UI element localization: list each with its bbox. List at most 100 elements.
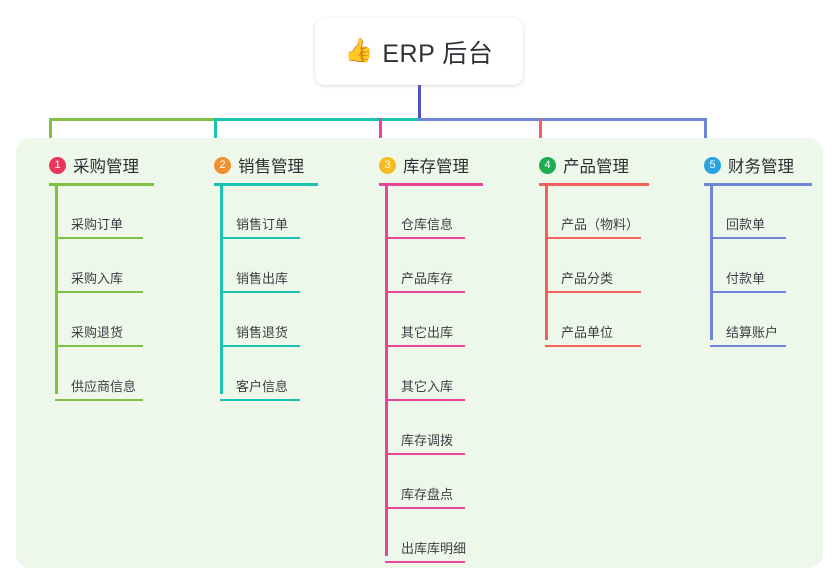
module-column-3: 3 库存管理仓库信息产品库存其它出库其它入库库存调拨库存盘点出库库明细 [373,138,517,572]
module-item-rule [55,345,143,347]
module-item-label: 产品（物料） [561,217,640,232]
module-item[interactable]: 供应商信息 [55,376,143,401]
module-item-rule [220,291,300,293]
branch-spine-4 [545,186,548,340]
module-item-rule [385,345,465,347]
module-item[interactable]: 销售退货 [220,322,300,347]
module-items-3: 仓库信息产品库存其它出库其它入库库存调拨库存盘点出库库明细 [373,186,517,572]
module-item-rule [545,237,641,239]
module-item[interactable]: 销售出库 [220,268,300,293]
bus-segment-1 [49,118,217,121]
module-item-label: 采购入库 [71,271,124,286]
module-badge-4: 4 [539,156,556,174]
module-item[interactable]: 结算账户 [710,322,786,347]
module-item-label: 库存盘点 [401,487,454,502]
module-item-label: 其它出库 [401,325,454,340]
module-items-5: 回款单付款单结算账户 [698,186,839,356]
module-header-4[interactable]: 4 产品管理 [533,150,683,180]
branch-spine-3 [385,186,388,556]
module-item[interactable]: 采购订单 [55,214,143,239]
module-item[interactable]: 库存调拨 [385,430,465,455]
module-item-rule [385,291,465,293]
module-item-label: 产品库存 [401,271,454,286]
module-item[interactable]: 仓库信息 [385,214,465,239]
module-item[interactable]: 采购入库 [55,268,143,293]
module-item-rule [710,291,786,293]
module-item[interactable]: 产品库存 [385,268,465,293]
root-title: ERP 后台 [382,39,494,68]
module-item[interactable]: 其它出库 [385,322,465,347]
bus-segment-3 [418,118,707,121]
module-item-rule [385,237,465,239]
module-item-label: 产品分类 [561,271,614,286]
module-item-rule [385,561,465,563]
module-item-rule [710,237,786,239]
module-item-label: 销售退货 [236,325,289,340]
thumbs-up-icon: 👍 [344,38,374,64]
module-header-3[interactable]: 3 库存管理 [373,150,517,180]
module-item-rule [220,399,300,401]
module-item-label: 回款单 [726,217,766,232]
module-item-label: 产品单位 [561,325,614,340]
module-item[interactable]: 采购退货 [55,322,143,347]
module-item-rule [545,345,641,347]
module-item-rule [220,237,300,239]
module-item[interactable]: 产品（物料） [545,214,645,239]
module-item[interactable]: 其它入库 [385,376,465,401]
module-items-2: 销售订单销售出库销售退货客户信息 [208,186,352,410]
trunk-connector [418,85,421,121]
module-item[interactable]: 付款单 [710,268,786,293]
module-item-label: 采购退货 [71,325,124,340]
module-item-rule [385,453,465,455]
module-item[interactable]: 出库库明细 [385,538,472,563]
module-item-label: 付款单 [726,271,766,286]
module-item[interactable]: 库存盘点 [385,484,465,509]
module-item-label: 销售出库 [236,271,289,286]
module-item-rule [55,291,143,293]
root-node[interactable]: 👍 ERP 后台 [315,18,523,85]
module-header-rule-3 [379,183,483,186]
drop-connector-5 [704,118,707,152]
module-items-1: 采购订单采购入库采购退货供应商信息 [43,186,188,410]
module-badge-5: 5 [704,156,721,174]
module-badge-3: 3 [379,156,396,174]
module-header-1[interactable]: 1 采购管理 [43,150,188,180]
module-column-4: 4 产品管理产品（物料） 产品分类产品单位 [533,138,683,356]
module-item-rule [545,291,641,293]
branch-spine-5 [710,186,713,340]
module-badge-1: 1 [49,156,66,174]
module-item-label: 结算账户 [726,325,779,340]
module-header-rule-2 [214,183,318,186]
module-header-rule-1 [49,183,154,186]
module-item-rule [55,399,143,401]
module-header-rule-4 [539,183,649,186]
module-item-label: 供应商信息 [71,379,137,394]
module-item[interactable]: 产品分类 [545,268,641,293]
drop-connector-1 [49,118,52,152]
drop-connector-4 [539,118,542,152]
module-items-4: 产品（物料） 产品分类产品单位 [533,186,683,356]
module-title-3: 库存管理 [403,158,469,176]
module-title-4: 产品管理 [563,158,629,176]
module-item-label: 库存调拨 [401,433,454,448]
module-badge-2: 2 [214,156,231,174]
module-item-rule [385,399,465,401]
module-item[interactable]: 回款单 [710,214,786,239]
module-title-1: 采购管理 [73,158,139,176]
branch-spine-2 [220,186,223,394]
module-item-label: 客户信息 [236,379,289,394]
module-header-rule-5 [704,183,812,186]
module-item-label: 仓库信息 [401,217,454,232]
module-item-label: 出库库明细 [401,541,467,556]
drop-connector-3 [379,118,382,152]
module-item-label: 采购订单 [71,217,124,232]
module-item[interactable]: 产品单位 [545,322,641,347]
module-item[interactable]: 销售订单 [220,214,300,239]
module-item[interactable]: 客户信息 [220,376,300,401]
module-item-rule [385,507,465,509]
